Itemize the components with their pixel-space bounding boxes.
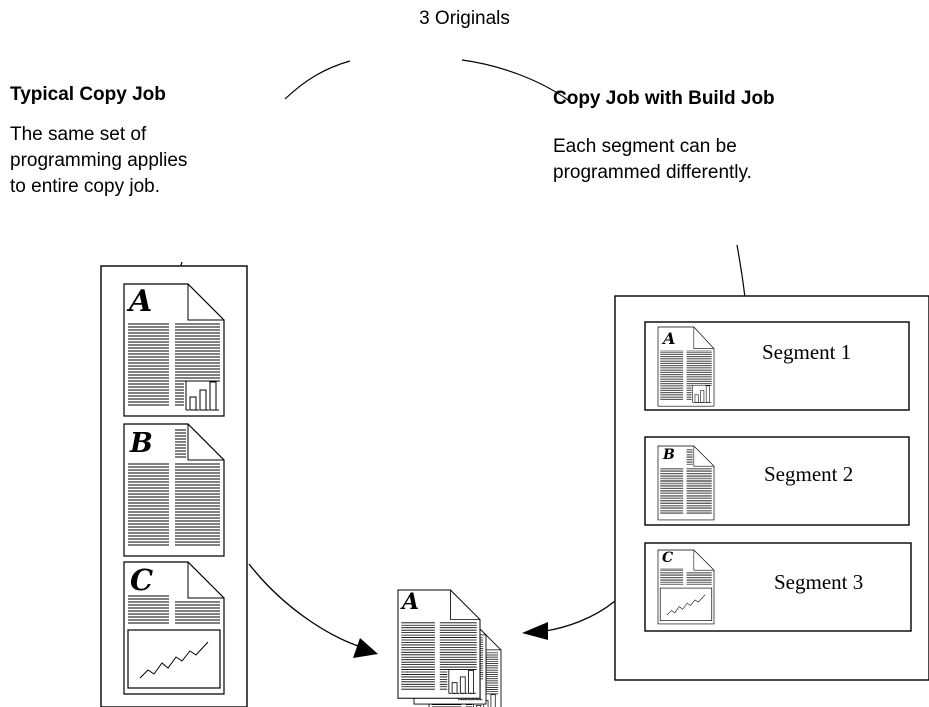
segment-1-letter: A xyxy=(663,329,676,348)
arrow-from-typical-job xyxy=(248,563,378,658)
original-b-letter: B xyxy=(130,428,153,459)
segment-3-letter: C xyxy=(662,550,674,566)
typical-job-heading: Typical Copy Job xyxy=(10,84,166,105)
original-c-letter: C xyxy=(130,563,154,597)
build-job-description: Each segment can be programmed different… xyxy=(553,136,752,183)
segment-2-letter: B xyxy=(663,447,675,463)
original-a-letter: A xyxy=(129,284,153,319)
output-letter: A xyxy=(402,589,420,615)
build-job-heading: Copy Job with Build Job xyxy=(553,88,775,109)
typical-job-description: The same set of programming applies to e… xyxy=(10,124,188,197)
segment-3-label: Segment 3 xyxy=(774,570,864,594)
segment-2-label: Segment 2 xyxy=(764,462,854,486)
connector-lines xyxy=(178,59,746,299)
arrow-from-build-job xyxy=(522,600,616,640)
originals-title: 3 Originals xyxy=(419,8,510,29)
segment-1-label: Segment 1 xyxy=(762,340,852,364)
